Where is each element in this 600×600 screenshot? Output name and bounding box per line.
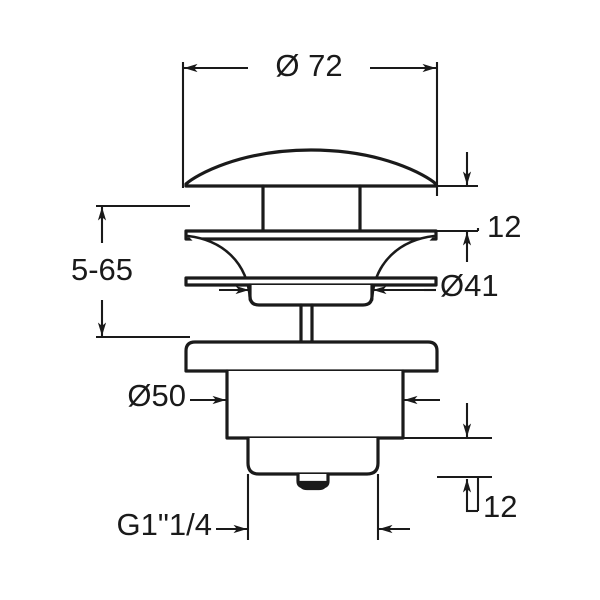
part-geometry-group [184, 148, 439, 491]
dimension-dia41-group: Ø41 [219, 268, 499, 303]
inner-body-block [248, 283, 374, 307]
dimension-thread-group: G1"1/4 [117, 474, 410, 542]
dimension-dia72-group: Ø 72 [181, 48, 439, 196]
cap-dome-shape [184, 148, 438, 188]
washer-disc [184, 276, 438, 287]
dimension-dia50-group: Ø50 [127, 378, 440, 413]
upper-flange-plate [184, 229, 438, 241]
dia41-label: Ø41 [440, 268, 499, 303]
dimension-thickness-bottom-group: 12 [404, 403, 517, 524]
threaded-section [246, 436, 380, 476]
thickness-bottom-label: 12 [483, 489, 517, 524]
dia72-label: Ø 72 [275, 48, 342, 83]
thickness-top-label: 12 [487, 209, 521, 244]
dimension-thickness-top-group: 12 [437, 152, 521, 262]
outlet-nub-tip [298, 480, 328, 491]
lower-body-cylinder [225, 369, 405, 440]
dimension-height-range-group: 5-65 [71, 204, 190, 339]
lower-flange [184, 340, 439, 373]
thread-label: G1"1/4 [117, 507, 212, 542]
dia50-label: Ø50 [127, 378, 186, 413]
height-range-label: 5-65 [71, 252, 133, 287]
